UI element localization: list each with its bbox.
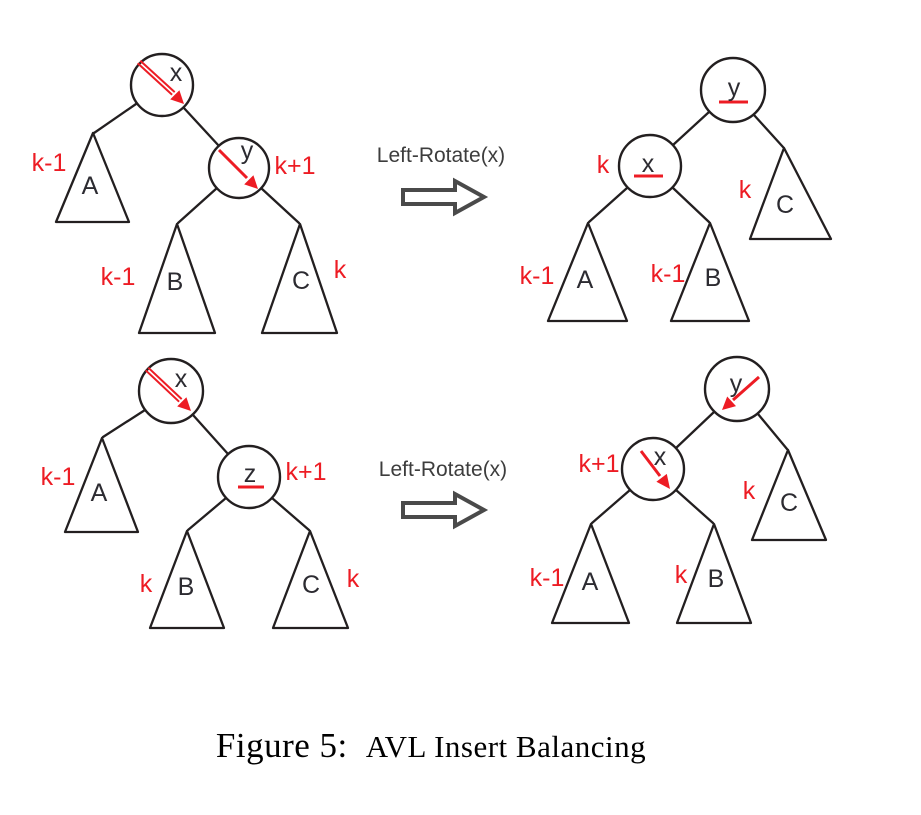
tree-edge xyxy=(587,186,629,224)
tree-edge xyxy=(92,102,138,135)
node-label: x xyxy=(170,59,183,87)
subtree-label: A xyxy=(577,266,594,294)
tree-row1-after: y x k k k-1 k-1 A B C xyxy=(520,56,833,323)
node-label: y xyxy=(730,370,743,398)
height-label: k+1 xyxy=(285,458,326,486)
subtree-triangle-C xyxy=(260,222,339,335)
red-double-arrow-icon xyxy=(145,366,191,411)
node-label: y xyxy=(241,137,254,165)
height-label: k-1 xyxy=(41,463,76,491)
height-label: k+1 xyxy=(274,152,315,180)
subtree-triangle-B xyxy=(675,522,753,625)
height-label: k xyxy=(743,477,756,505)
tree-edge xyxy=(176,186,219,225)
figure-caption: Figure 5: AVL Insert Balancing xyxy=(0,726,862,766)
red-double-arrow-icon xyxy=(137,59,184,104)
subtree-triangle-B xyxy=(669,221,751,323)
height-label: k-1 xyxy=(530,564,565,592)
tree-edge xyxy=(756,412,789,451)
tree-row1-before: x y k-1 k+1 k-1 k A B C xyxy=(32,52,347,335)
red-arrow-down-left-icon xyxy=(722,375,760,410)
node-label: x xyxy=(654,443,667,471)
tree-edge xyxy=(674,488,715,525)
subtree-triangle-C xyxy=(271,529,350,630)
tree-edge xyxy=(101,408,147,439)
node-circle-y xyxy=(699,56,767,124)
height-label: k xyxy=(739,176,752,204)
node-label: z xyxy=(244,460,257,488)
height-label: k xyxy=(140,570,153,598)
subtree-label: B xyxy=(708,565,725,593)
rotate-arrow-icon xyxy=(401,490,489,530)
subtree-triangle-C xyxy=(750,448,828,542)
subtree-triangle-A xyxy=(63,436,140,534)
operation-label: Left-Rotate(x) xyxy=(379,458,507,481)
subtree-label: C xyxy=(776,191,794,219)
subtree-label: A xyxy=(582,568,599,596)
tree-edge xyxy=(671,110,711,147)
node-circle-z xyxy=(216,444,282,510)
subtree-triangle-A xyxy=(550,522,631,625)
red-arrow-icon xyxy=(639,450,670,489)
node-circle-x xyxy=(617,133,683,199)
subtree-triangle-B xyxy=(148,529,226,630)
subtree-triangle-A xyxy=(546,221,629,323)
caption-prefix: Figure 5: xyxy=(215,726,348,765)
tree-edge xyxy=(181,105,221,148)
subtree-triangle-B xyxy=(137,222,217,335)
height-label: k-1 xyxy=(32,149,67,177)
height-label: k xyxy=(334,256,347,284)
tree-row2-after: y x k+1 k k-1 k A B C xyxy=(530,355,828,625)
node-label: x xyxy=(642,150,655,178)
tree-edge xyxy=(259,186,301,225)
rotate-operation-row2: Left-Rotate(x) xyxy=(379,458,507,530)
height-label: k-1 xyxy=(651,260,686,288)
figure-canvas: x y k-1 k+1 k-1 k A B C Left-Rotate(x) xyxy=(32,52,833,630)
subtree-triangle-A xyxy=(54,131,131,224)
height-label: k xyxy=(675,561,688,589)
red-arrow-icon xyxy=(217,148,258,189)
node-label: y xyxy=(728,74,741,102)
subtree-label: C xyxy=(292,267,310,295)
height-label: k-1 xyxy=(520,262,555,290)
tree-edge xyxy=(752,113,785,149)
tree-edge xyxy=(191,413,230,456)
tree-edge xyxy=(671,186,711,224)
height-label: k xyxy=(597,151,610,179)
subtree-label: C xyxy=(302,571,320,599)
subtree-label: A xyxy=(91,479,108,507)
subtree-label: B xyxy=(178,573,195,601)
subtree-label: B xyxy=(167,268,184,296)
node-circle-y xyxy=(703,355,771,423)
tree-edge xyxy=(186,496,228,532)
rotate-arrow-icon xyxy=(401,177,489,217)
operation-label: Left-Rotate(x) xyxy=(377,144,505,167)
tree-edge xyxy=(674,410,716,450)
subtree-label: B xyxy=(705,264,722,292)
caption-text: AVL Insert Balancing xyxy=(365,729,647,764)
tree-edge xyxy=(590,488,632,525)
height-label: k+1 xyxy=(578,450,619,478)
height-label: k-1 xyxy=(101,263,136,291)
subtree-triangle-C xyxy=(748,146,833,241)
tree-row2-before: x z k-1 k+1 k k A B C xyxy=(41,357,360,630)
rotate-operation-row1: Left-Rotate(x) xyxy=(377,144,505,217)
subtree-label: C xyxy=(780,489,798,517)
height-label: k xyxy=(347,565,360,593)
tree-edge xyxy=(270,496,311,532)
node-label: x xyxy=(175,365,188,393)
subtree-label: A xyxy=(82,172,99,200)
